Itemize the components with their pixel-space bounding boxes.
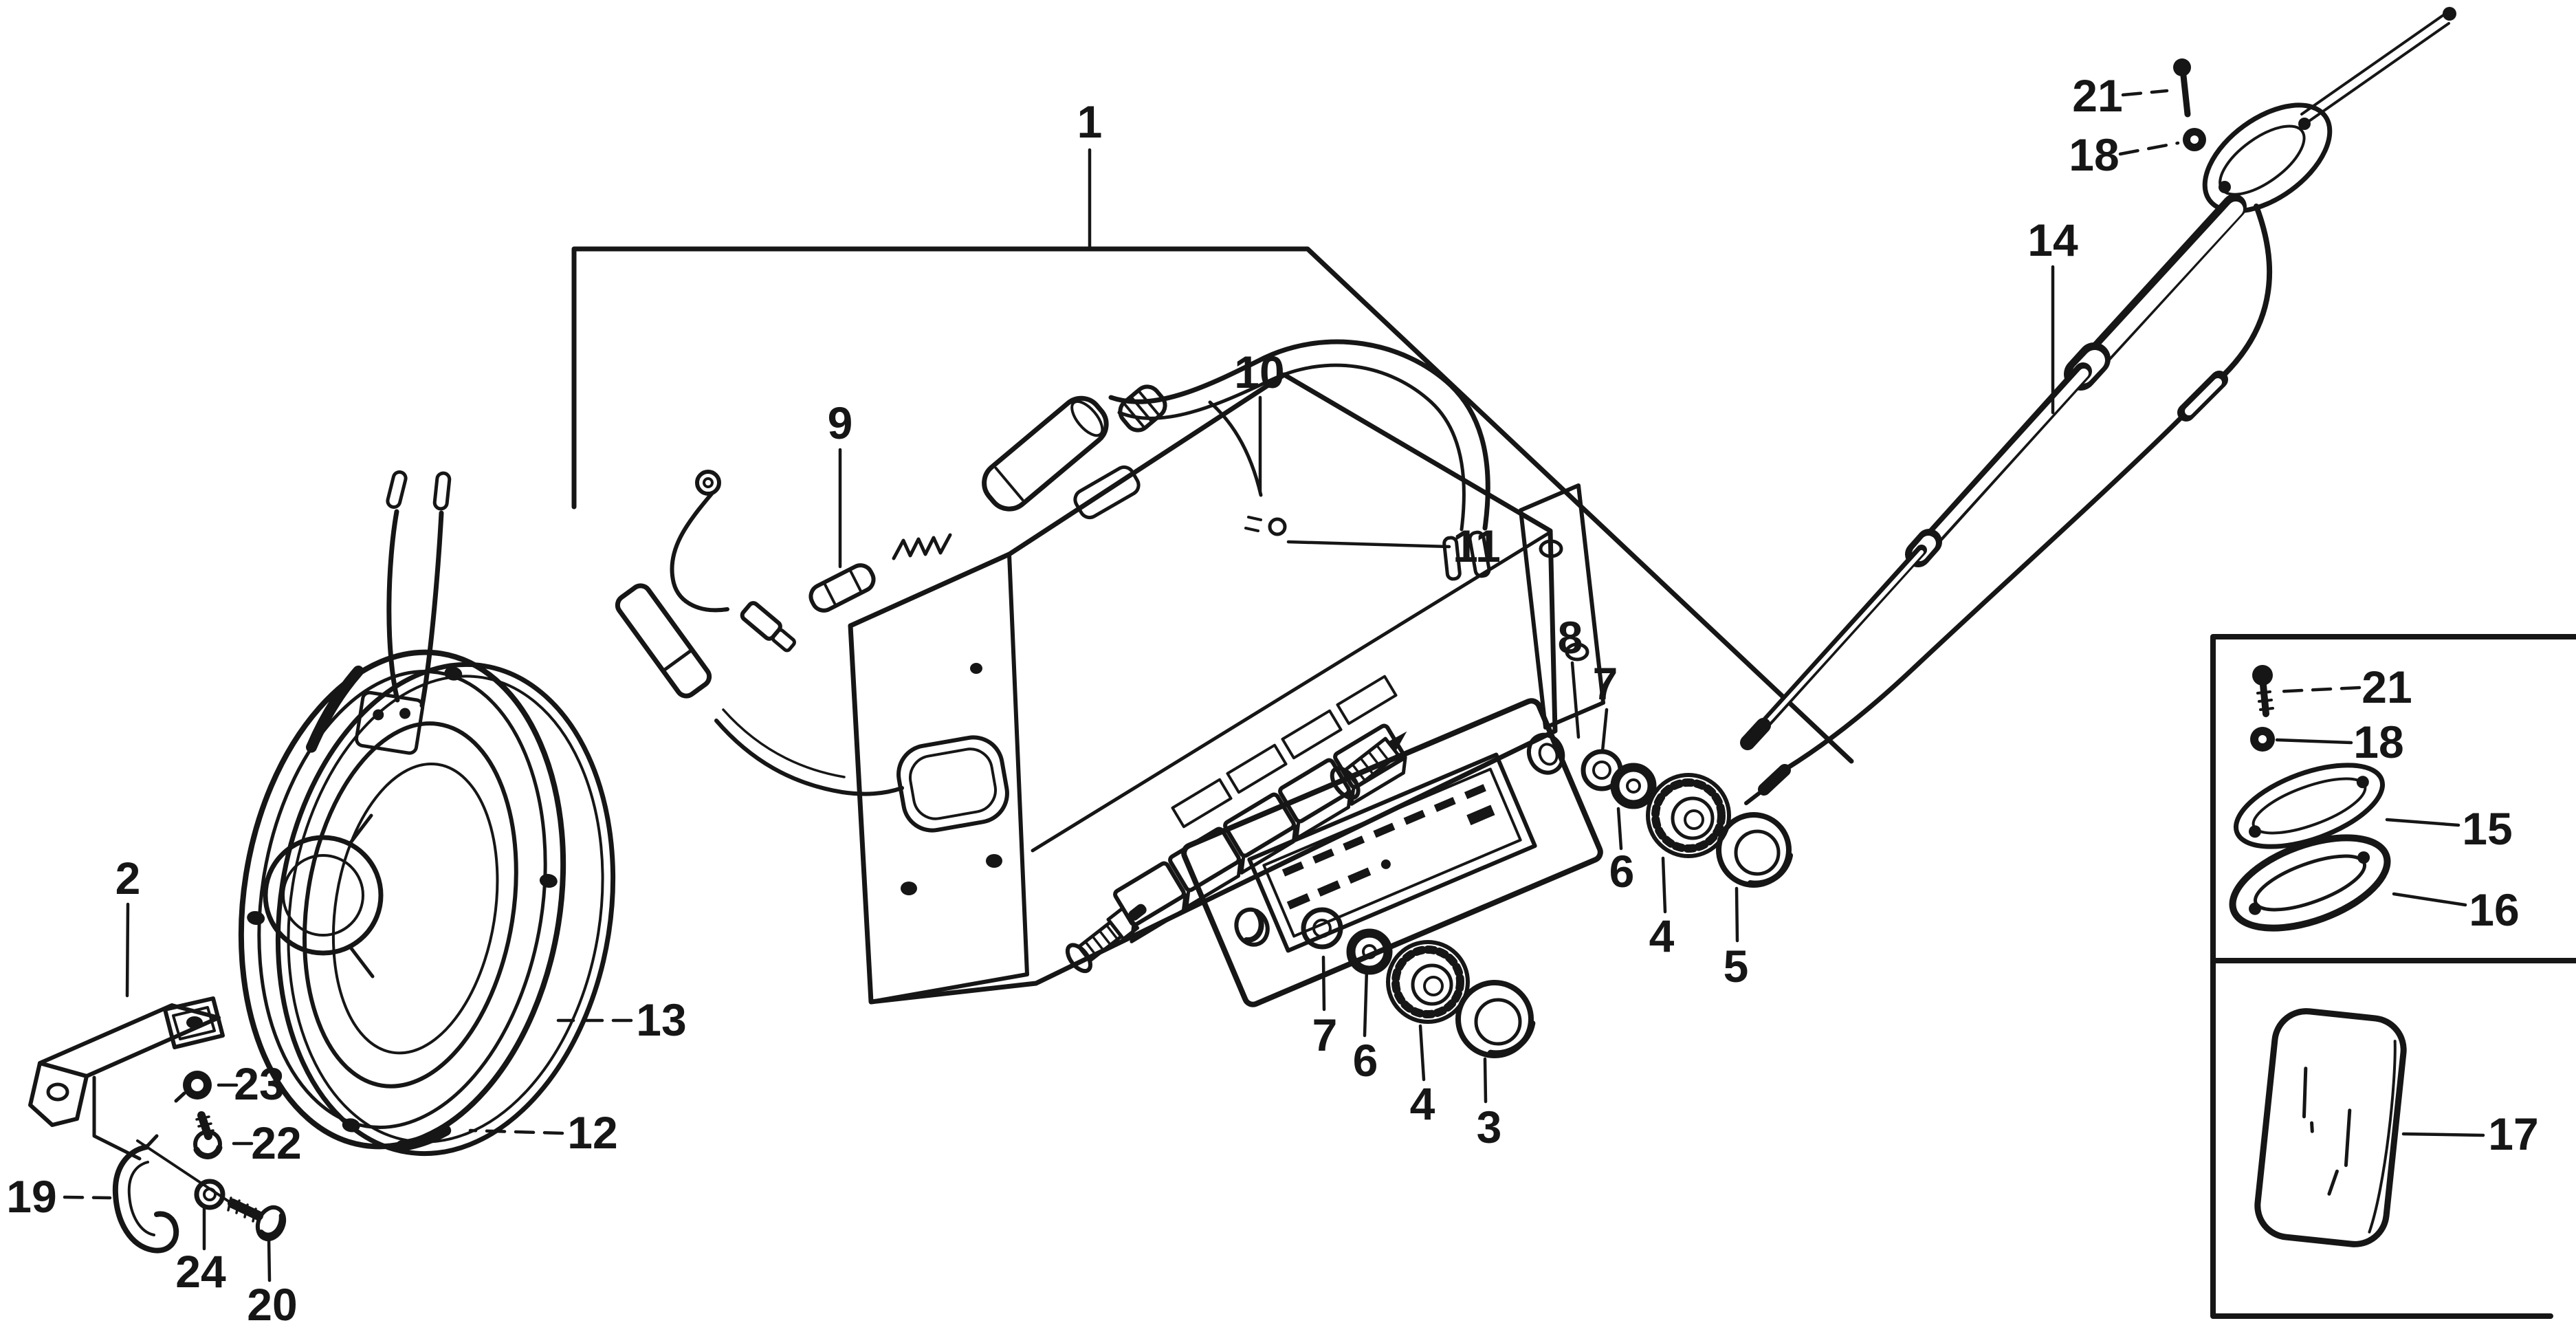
callout-label-18-antenna: 18 <box>2069 129 2119 180</box>
callout-label-23: 23 <box>234 1058 284 1109</box>
callout-leader-8 <box>1570 661 1581 739</box>
callout-leader-18-panel <box>2275 738 2353 745</box>
callout-label-16: 16 <box>2469 884 2519 935</box>
callout-label-13: 13 <box>636 994 686 1045</box>
dial-ticks <box>1281 784 1495 910</box>
callout-leader-16 <box>2392 892 2467 907</box>
screw-22 <box>193 1111 223 1159</box>
callout-label-4-upper: 4 <box>1649 910 1675 961</box>
callout-label-15: 15 <box>2462 803 2512 854</box>
antenna-assembly <box>1740 7 2456 805</box>
nut-23 <box>174 1071 212 1103</box>
knob-stack-lower <box>1301 907 1536 1058</box>
callout-leader-19 <box>63 1195 112 1200</box>
callout-leader-7-lower <box>1321 955 1326 1012</box>
antenna-base-cushion <box>2229 834 2391 932</box>
callout-leader-7-upper <box>1600 708 1609 753</box>
fuse-lead-assembly <box>615 384 1167 796</box>
callout-leader-4-upper <box>1661 856 1667 914</box>
antenna-plug <box>615 583 712 699</box>
callout-leader-15 <box>2385 818 2461 827</box>
washer-24 <box>194 1179 225 1210</box>
radio-chassis <box>848 372 1605 1005</box>
callout-label-22: 22 <box>251 1117 301 1168</box>
callout-leader-6-lower <box>1363 967 1369 1038</box>
antenna-base-gasket <box>2233 763 2386 849</box>
callout-leader-4-lower <box>1418 1024 1426 1082</box>
callout-leader-6-upper <box>1616 807 1623 851</box>
knob-stack-upper <box>1581 749 1794 888</box>
callout-label-2: 2 <box>115 853 141 904</box>
callout-label-14: 14 <box>2027 215 2078 265</box>
fuse <box>808 563 876 613</box>
parts-inset-panel <box>2210 634 2576 1319</box>
callout-label-19: 19 <box>6 1171 56 1222</box>
callout-label-11: 11 <box>1453 521 1501 571</box>
callout-leader-12 <box>468 1128 564 1135</box>
callout-label-1: 1 <box>1077 96 1103 147</box>
callout-label-6-upper: 6 <box>1609 846 1635 897</box>
antenna-nut <box>2183 128 2206 151</box>
fuse-holder <box>982 395 1109 512</box>
callout-leader-17 <box>2401 1132 2485 1137</box>
callout-label-21-antenna: 21 <box>2072 70 2122 121</box>
callout-label-3: 3 <box>1477 1102 1502 1152</box>
callout-label-9: 9 <box>828 397 853 448</box>
callout-label-17: 17 <box>2488 1108 2538 1159</box>
cable-hook <box>112 1134 179 1254</box>
callout-leader-2 <box>125 902 130 998</box>
callout-label-20: 20 <box>247 1279 297 1330</box>
antenna-screw <box>2173 58 2191 118</box>
speaker <box>238 470 566 1152</box>
callout-label-6-lower: 6 <box>1353 1035 1378 1086</box>
callout-label-7-lower: 7 <box>1312 1009 1338 1060</box>
callout-leader-21-panel <box>2272 686 2362 694</box>
panel-screw-21 <box>2252 665 2274 717</box>
callout-leader-3 <box>1483 1057 1488 1104</box>
callout-label-21-panel: 21 <box>2362 661 2412 712</box>
callout-label-10: 10 <box>1234 347 1284 397</box>
panel-nut-18 <box>2250 727 2275 752</box>
callout-leader-18-antenna <box>2118 141 2180 156</box>
callout-label-24: 24 <box>175 1246 226 1297</box>
callout-layer: 1234456677891011121314151617181819202121… <box>6 70 2538 1330</box>
callout-leader-11 <box>1286 540 1451 549</box>
speaker-mounting-bracket <box>28 996 235 1206</box>
wiring-harness <box>1108 339 1491 581</box>
assembly-boundary-line <box>571 246 1854 764</box>
callout-label-7-upper: 7 <box>1593 658 1618 709</box>
callout-label-18-panel: 18 <box>2353 717 2403 767</box>
callout-label-12: 12 <box>567 1107 617 1158</box>
callout-label-4-lower: 4 <box>1410 1078 1435 1129</box>
callout-leader-21-antenna <box>2121 89 2169 97</box>
callout-label-5: 5 <box>1724 941 1749 992</box>
callout-label-8: 8 <box>1558 612 1583 663</box>
radio-faceplate <box>1181 698 1603 1007</box>
antenna-body-cushion <box>2254 1008 2407 1247</box>
screw-20 <box>227 1196 287 1242</box>
